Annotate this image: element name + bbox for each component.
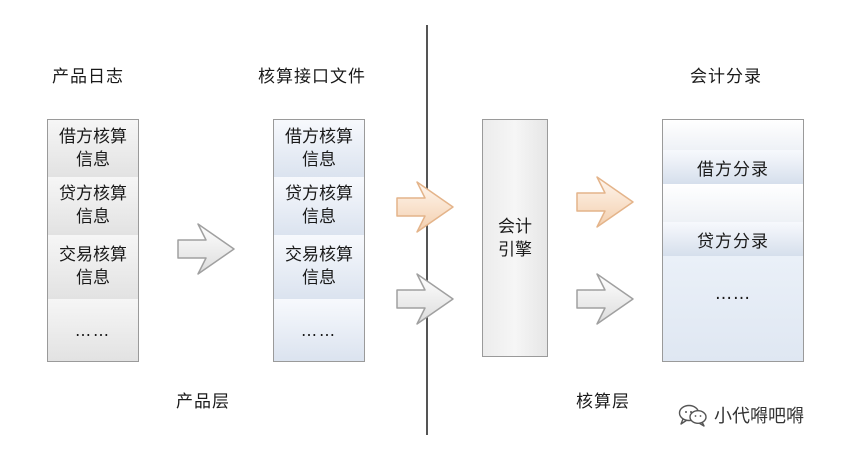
watermark: 小代嘚吧嘚 [678, 402, 804, 428]
interface-file-column: 借方核算 信息 贷方核算 信息 交易核算 信息 …… [273, 119, 365, 362]
product-log-cell-credit: 贷方核算 信息 [48, 177, 138, 236]
entries-blank-top [663, 120, 803, 151]
entry-credit: 贷方分录 [663, 222, 803, 257]
layer-divider [426, 25, 428, 435]
product-log-cell-debit: 借方核算 信息 [48, 120, 138, 178]
interface-cell-more: …… [274, 299, 364, 361]
product-log-cell-more: …… [48, 299, 138, 361]
wechat-icon [678, 404, 707, 427]
layer-label-accounting: 核算层 [576, 392, 630, 412]
watermark-text: 小代嘚吧嘚 [714, 406, 804, 427]
accounting-engine-box: 会计 引擎 [482, 119, 548, 357]
arrow-orange-to-entries [576, 176, 634, 228]
product-log-cell-trade: 交易核算 信息 [48, 235, 138, 300]
heading-accounting-entries: 会计分录 [690, 67, 762, 87]
entry-more: …… [663, 256, 803, 361]
interface-cell-credit: 贷方核算 信息 [274, 177, 364, 236]
interface-cell-trade: 交易核算 信息 [274, 235, 364, 300]
heading-product-log: 产品日志 [52, 67, 124, 87]
interface-cell-debit: 借方核算 信息 [274, 120, 364, 178]
arrow-product-to-interface [177, 223, 235, 275]
arrow-gray-to-engine [396, 273, 454, 325]
entry-debit: 借方分录 [663, 150, 803, 185]
layer-label-product: 产品层 [176, 392, 230, 412]
accounting-entries-column: 借方分录 贷方分录 …… [662, 119, 804, 362]
product-log-column: 借方核算 信息 贷方核算 信息 交易核算 信息 …… [47, 119, 139, 362]
heading-interface-file: 核算接口文件 [258, 67, 366, 87]
arrow-orange-to-engine [396, 181, 454, 233]
entries-blank-middle [663, 184, 803, 223]
arrow-gray-to-entries [576, 273, 634, 325]
